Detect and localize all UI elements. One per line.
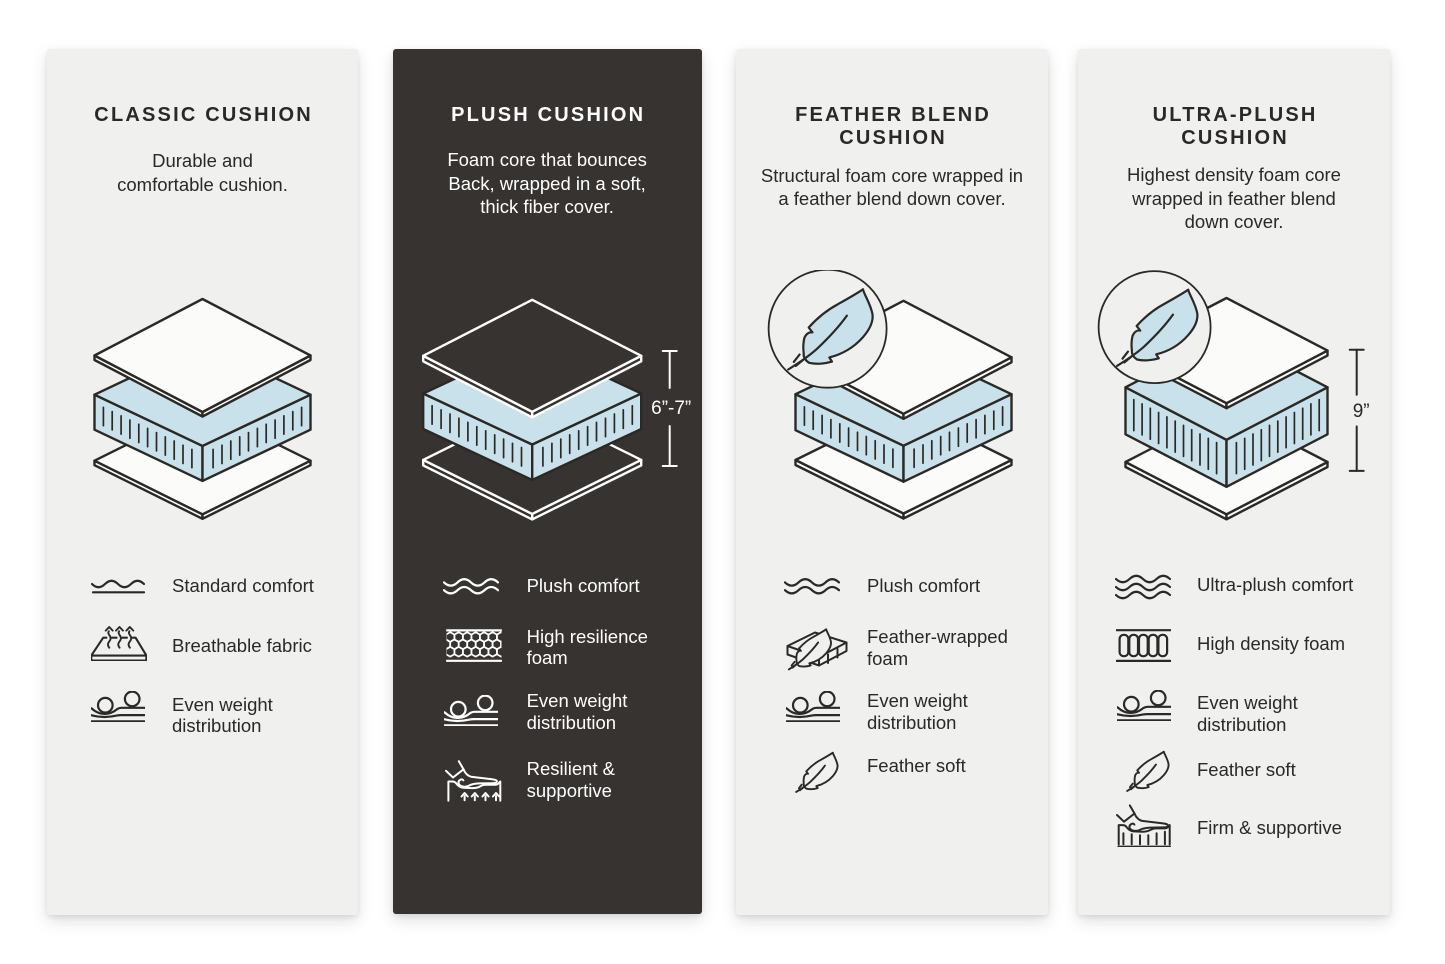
- svg-text:9”: 9”: [1353, 401, 1370, 422]
- svg-text:6”-7”: 6”-7”: [651, 398, 691, 419]
